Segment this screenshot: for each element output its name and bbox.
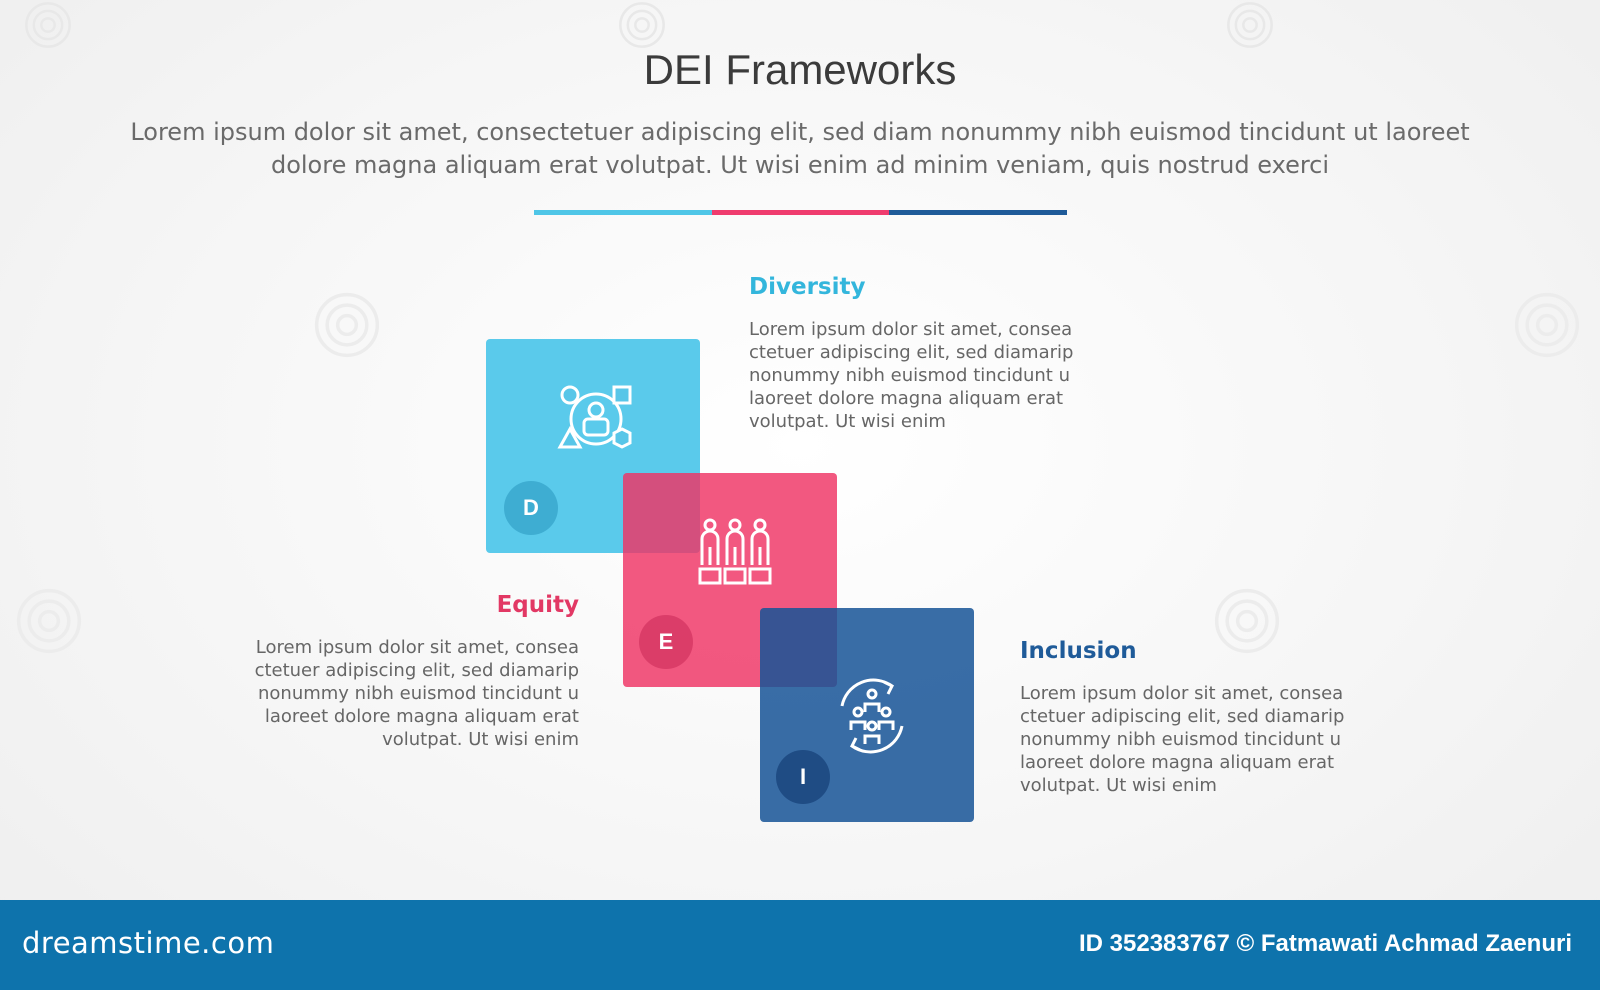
divider-segment-inclusion xyxy=(889,210,1067,215)
equity-letter-badge: E xyxy=(639,615,693,669)
three-people-on-blocks-icon xyxy=(698,518,772,585)
inclusion-square: I xyxy=(760,608,974,822)
equity-heading: Equity xyxy=(496,592,579,618)
diversity-letter-badge: D xyxy=(504,481,558,535)
watermark-logo-icon xyxy=(16,588,82,654)
diversity-people-shapes-icon xyxy=(557,385,632,449)
divider-segment-equity xyxy=(712,210,889,215)
watermark-logo-icon xyxy=(1514,292,1580,358)
footer-bar: dreamstime.com ID 352383767 © Fatmawati … xyxy=(0,900,1600,990)
page-title: DEI Frameworks xyxy=(643,46,957,93)
watermark-logo-icon xyxy=(1214,588,1280,654)
watermark-logo-icon xyxy=(1227,2,1273,48)
inclusion-body: Lorem ipsum dolor sit amet, consea ctetu… xyxy=(1020,683,1345,796)
footer-brand-logo: dreamstime.com xyxy=(22,926,275,960)
divider-segment-diversity xyxy=(534,210,712,215)
diversity-heading: Diversity xyxy=(749,274,866,300)
equity-body: Lorem ipsum dolor sit amet, consea ctetu… xyxy=(254,637,579,750)
page-subtitle: Lorem ipsum dolor sit amet, consectetuer… xyxy=(130,118,1470,179)
inclusion-heading: Inclusion xyxy=(1020,638,1137,664)
footer-credit: ID 352383767 © Fatmawati Achmad Zaenuri xyxy=(1079,930,1572,957)
watermark-logo-icon xyxy=(25,2,71,48)
group-inclusion-cycle-icon xyxy=(840,678,904,754)
diversity-body: Lorem ipsum dolor sit amet, consea ctetu… xyxy=(749,319,1074,432)
inclusion-letter-badge: I xyxy=(776,750,830,804)
watermark-logo-icon xyxy=(314,292,380,358)
watermark-logo-icon xyxy=(619,2,665,48)
